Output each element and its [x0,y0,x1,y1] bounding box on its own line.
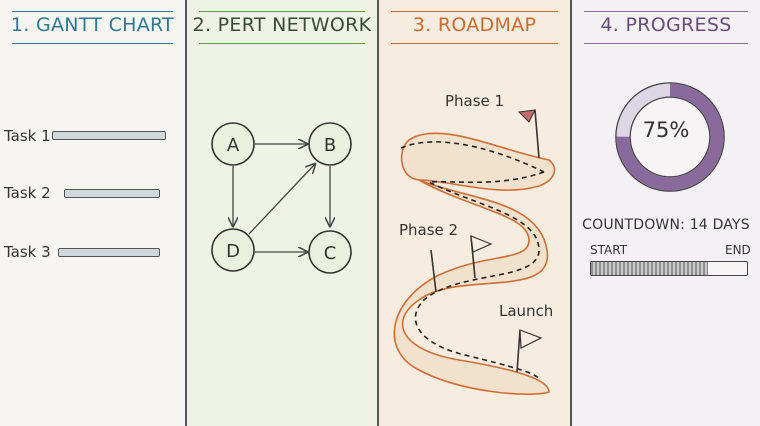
roadmap-milestone-label: Phase 1 [445,92,505,110]
progress-title-text: 4. PROGRESS [600,14,732,36]
pert-node-label: B [324,135,336,156]
phase-1-flag-icon [517,109,540,159]
progress-ring [615,82,725,192]
pert-node-c [308,230,352,274]
roadmap-road [393,109,556,395]
roadmap-title: 3. ROADMAP [379,11,570,44]
countdown-bar-fill [591,262,708,275]
gantt-panel: 1. GANTT CHART Task 1 Task 2 Task 3 [0,0,187,426]
progress-panel: 4. PROGRESS 75% COUNTDOWN: 14 DAYS START… [572,0,760,426]
gantt-title: 1. GANTT CHART [0,11,185,44]
progress-start-label: START [590,243,628,257]
pert-title-text: 2. PERT NETWORK [192,14,372,36]
progress-ring-fill [616,83,724,191]
roadmap-panel: 3. ROADMAP Ph [379,0,572,426]
phase-2-marker-icon [430,249,437,293]
roadmap-milestone-label: Phase 2 [399,221,459,239]
gantt-task-bar [64,189,160,198]
road-segment [400,132,556,191]
pert-node-d [211,228,255,272]
pert-node-label: C [324,243,337,264]
countdown-label: COUNTDOWN: 14 DAYS [582,217,750,233]
roadmap-title-text: 3. ROADMAP [412,14,537,36]
phase-2-flag-icon [470,235,493,279]
pert-network-diagram: A B D C [211,122,352,274]
road-segment [393,179,550,395]
roadmap-milestone-label: Launch [499,302,554,320]
pert-panel: 2. PERT NETWORK A B D C [187,0,379,426]
progress-percent: 75% [642,118,690,142]
road-centerline [400,141,545,381]
gantt-task-label: Task 3 [4,243,51,261]
gantt-task-bar [58,248,160,257]
pert-title: 2. PERT NETWORK [187,11,377,44]
launch-flag-icon [516,329,543,373]
gantt-task-bar [52,131,166,140]
pert-node-label: A [227,135,240,156]
edge-d-b [248,164,315,235]
pert-node-b [308,122,352,166]
progress-end-label: END [725,243,751,257]
progress-title: 4. PROGRESS [572,11,760,44]
pert-node-a [211,122,255,166]
gantt-title-text: 1. GANTT CHART [10,14,175,36]
pert-node-label: D [226,241,240,262]
gantt-task-label: Task 2 [4,184,51,202]
gantt-task-label: Task 1 [4,127,51,145]
countdown-bar [590,261,748,276]
